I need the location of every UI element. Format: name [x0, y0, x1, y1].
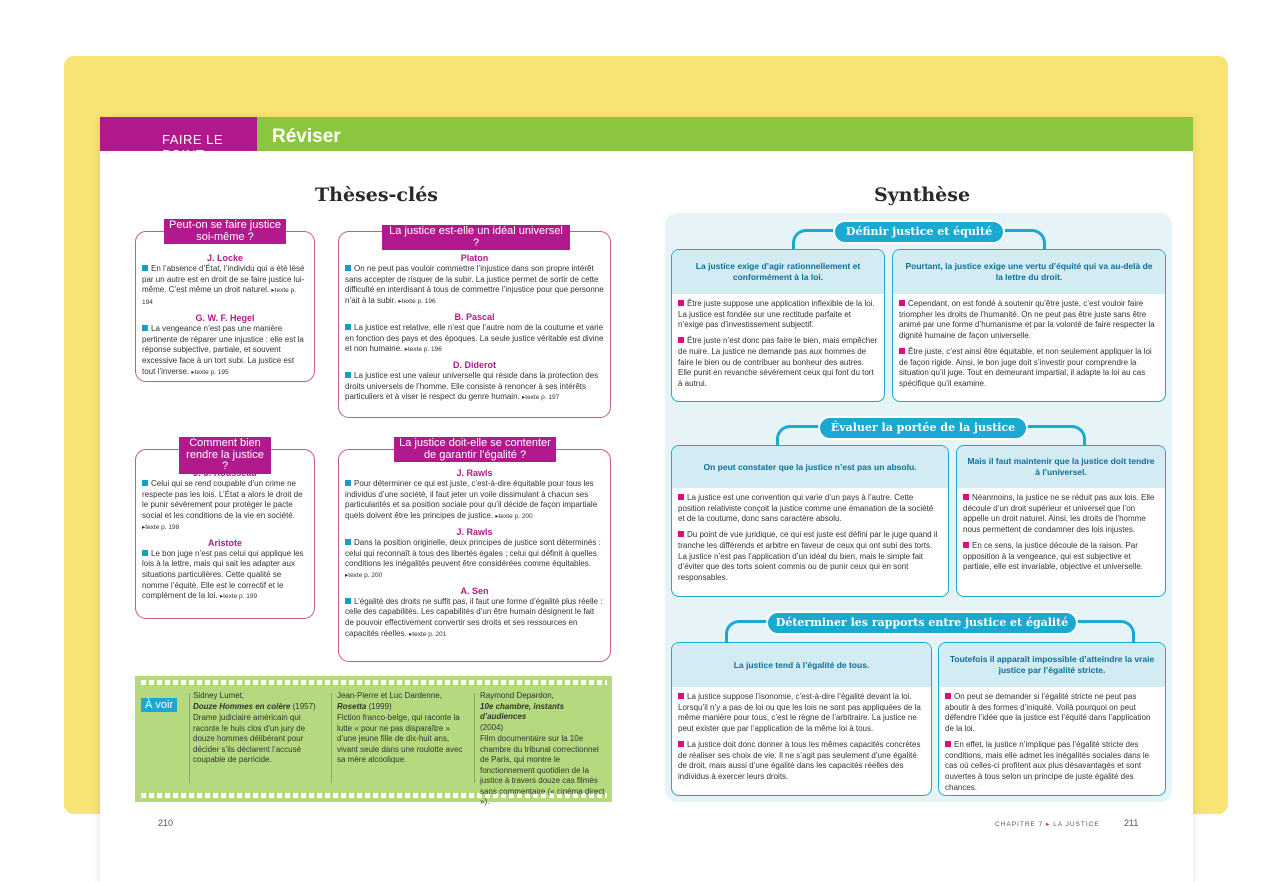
- right-page-title: Synthèse: [874, 184, 971, 206]
- a-voir-label: À voir: [141, 698, 178, 712]
- running-footer: CHAPITRE 7 ▸ LA JUSTICE: [995, 821, 1100, 828]
- author: J. Rawls: [456, 526, 493, 537]
- film-entry-1: Sidney Lumet, Douze Hommes en colère (19…: [193, 691, 316, 764]
- question-tag-4: La justice doit-elle se contenter de gar…: [394, 437, 556, 462]
- thesis-text: En l’absence d’État, l’individu qui a ét…: [142, 264, 305, 307]
- film-entry-3: Raymond Depardon, 10e chambre, instants …: [480, 691, 605, 806]
- thesis-text: La vengeance n’est pas une manière perti…: [142, 323, 304, 376]
- section-title: Réviser: [272, 126, 341, 147]
- author: Platon: [460, 253, 489, 263]
- synthese-box-heading: Pourtant, la justice exige une vertu d’é…: [893, 250, 1165, 294]
- author: J. Rawls: [456, 468, 493, 478]
- synthese-box: Toutefois il apparaît impossible d’attei…: [938, 642, 1166, 796]
- synthese-text: En ce sens, la justice découle de la rai…: [963, 540, 1144, 572]
- author: Aristote: [207, 537, 242, 548]
- thesis-box-4: J. Rawls Pour déterminer ce qui est just…: [338, 449, 611, 662]
- thesis-box-1: J. Locke En l’absence d’État, l’individu…: [135, 231, 315, 382]
- thesis-text: Pour déterminer ce qui est juste, c’est-…: [345, 479, 598, 521]
- question-tag-2: La justice est-elle un idéal universel ?: [382, 225, 570, 250]
- synthese-text: Être juste n’est donc pas faire le bien,…: [678, 336, 878, 388]
- film-divider: [189, 693, 190, 783]
- synthese-box-heading: On peut constater que la justice n’est p…: [672, 446, 948, 488]
- synthese-box-heading: Mais il faut maintenir que la justice do…: [957, 446, 1165, 488]
- section-label: FAIRE LE POINT: [100, 117, 257, 162]
- synthese-text: Être juste, c’est ainsi être équitable, …: [899, 346, 1152, 388]
- synthese-box-heading: Toutefois il apparaît impossible d’attei…: [939, 643, 1165, 687]
- film-entry-2: Jean-Pierre et Luc Dardenne, Rosetta (19…: [337, 691, 463, 764]
- author: J. Locke: [206, 253, 244, 263]
- film-divider: [331, 693, 332, 783]
- film-perforations-bottom: [141, 793, 607, 798]
- synthese-box: La justice tend à l’égalité de tous. La …: [671, 642, 932, 796]
- synthese-text: On peut se demander si l’égalité stricte…: [945, 692, 1151, 734]
- thesis-box-2: Platon On ne peut pas vouloir commettre …: [338, 231, 611, 418]
- section-pill-3: Déterminer les rapports entre justice et…: [766, 611, 1078, 635]
- book-spread: FAIRE LE POINT Réviser Thèses-clés J. Lo…: [100, 117, 1193, 882]
- section-pill-1: Définir justice et équité: [833, 220, 1005, 244]
- synthese-text: La justice doit donc donner à tous les m…: [678, 739, 921, 781]
- author: A. Sen: [460, 585, 489, 596]
- synthese-box: Pourtant, la justice exige une vertu d’é…: [892, 249, 1166, 402]
- thesis-text: L’égalité des droits ne suffit pas, il f…: [345, 596, 603, 638]
- synthese-box-heading: La justice exige d’agir rationnellement …: [672, 250, 884, 294]
- thesis-text: La justice est une valeur universelle qu…: [345, 370, 599, 402]
- synthese-text: Cependant, on est fondé à soutenir qu’êt…: [899, 299, 1155, 341]
- film-divider: [474, 693, 475, 783]
- thesis-box-3: J.-J. Rousseau Celui qui se rend coupabl…: [135, 449, 315, 619]
- question-tag-3: Comment bien rendre la justice ?: [179, 437, 271, 474]
- left-page-title: Thèses-clés: [315, 184, 438, 206]
- synthese-text: La justice suppose l’isonomie, c’est-à-d…: [678, 692, 921, 734]
- synthese-text: La justice est une convention qui varie …: [678, 493, 934, 524]
- question-tag-1: Peut-on se faire justice soi-même ?: [164, 219, 286, 244]
- thesis-text: La justice est relative, elle n’est que …: [345, 322, 604, 354]
- thesis-text: Dans la position originelle, deux princi…: [345, 537, 601, 579]
- thesis-text: Celui qui se rend coupable d’un crime ne…: [142, 479, 303, 531]
- synthese-box-heading: La justice tend à l’égalité de tous.: [672, 643, 931, 687]
- synthese-box: La justice exige d’agir rationnellement …: [671, 249, 885, 402]
- thesis-text: Le bon juge n’est pas celui qui applique…: [142, 548, 304, 601]
- synthese-text: Du point de vue juridique, ce qui est ju…: [678, 530, 938, 582]
- synthese-box: On peut constater que la justice n’est p…: [671, 445, 949, 597]
- author: D. Diderot: [452, 359, 496, 370]
- author: B. Pascal: [454, 311, 495, 322]
- page-number-left: 210: [158, 818, 174, 828]
- synthese-text: Néanmoins, la justice ne se réduit pas a…: [963, 493, 1155, 535]
- author: G. W. F. Hegel: [195, 312, 255, 323]
- synthese-text: Être juste suppose une application infle…: [678, 299, 875, 330]
- a-voir-panel: À voir Sidney Lumet, Douze Hommes en col…: [135, 676, 612, 806]
- synthese-box: Mais il faut maintenir que la justice do…: [956, 445, 1166, 597]
- header-band: FAIRE LE POINT Réviser: [100, 117, 1193, 162]
- film-perforations-top: [141, 680, 607, 685]
- thesis-text: On ne peut pas vouloir commettre l’injus…: [345, 264, 604, 306]
- synthese-text: En effet, la justice n’implique pas l’ég…: [945, 739, 1150, 792]
- section-pill-2: Évaluer la portée de la justice: [818, 416, 1028, 440]
- page-number-right: 211: [1124, 818, 1139, 828]
